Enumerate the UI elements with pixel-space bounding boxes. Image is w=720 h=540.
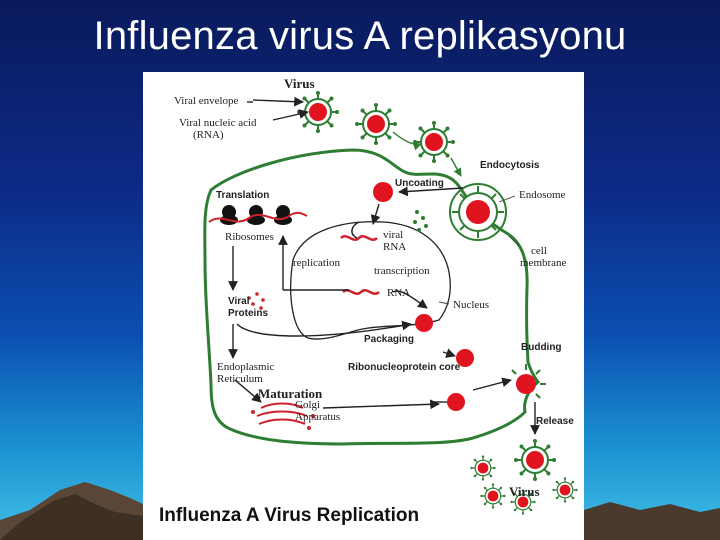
label-virus-bottom: Virus — [509, 484, 540, 499]
label-virus-top: Virus — [284, 76, 315, 91]
viral-rna-squiggle — [340, 235, 378, 241]
ribosome-group — [208, 205, 308, 225]
label-cell-membrane-2: membrane — [520, 257, 567, 269]
slide-title: Influenza virus A replikasyonu — [93, 14, 627, 58]
mrna-squiggle — [342, 289, 380, 295]
label-viral-proteins-2: Proteins — [228, 308, 268, 319]
label-viral-rna-1: viral — [383, 229, 403, 241]
label-cell-membrane-1: cell — [531, 245, 547, 257]
label-replication: replication — [293, 257, 341, 269]
released-virus — [479, 482, 507, 510]
process-arrows — [228, 96, 540, 435]
label-golgi-2: Apparatus — [295, 411, 340, 423]
label-endoplasmic-1: Endoplasmic — [217, 361, 275, 373]
label-packaging: Packaging — [364, 334, 414, 345]
released-virus — [551, 476, 579, 504]
label-rnp-core: Ribonucleoprotein core — [348, 362, 461, 373]
label-golgi-1: Golgi — [295, 399, 320, 411]
label-viral-nucleic-acid-rna: (RNA) — [193, 129, 224, 141]
label-transcription: transcription — [374, 265, 430, 277]
label-maturation: Maturation — [258, 386, 323, 401]
virus-particle — [354, 102, 398, 146]
cell-membrane — [203, 148, 541, 446]
label-rna: RNA — [387, 287, 410, 299]
label-budding: Budding — [521, 342, 562, 353]
released-virus — [513, 438, 557, 482]
rnp-core — [447, 393, 465, 411]
viral-protein-dots — [247, 292, 265, 310]
label-endocytosis: Endocytosis — [480, 160, 540, 171]
endosome-vesicle — [449, 183, 507, 241]
virus-particle — [296, 90, 340, 134]
viral-rna-coil — [351, 221, 360, 239]
golgi-vesicles — [251, 410, 315, 430]
packaged-core — [415, 314, 433, 332]
released-virus — [469, 454, 497, 482]
label-viral-nucleic-acid: Viral nucleic acid — [179, 117, 257, 129]
label-viral-proteins-1: Viral — [228, 296, 250, 307]
label-endosome: Endosome — [519, 189, 566, 201]
diagram-caption: Influenza A Virus Replication — [159, 505, 419, 526]
budding-virus — [511, 364, 546, 399]
label-viral-rna-2: RNA — [383, 241, 406, 253]
uncoated-core — [373, 182, 393, 202]
label-uncoating: Uncoating — [395, 178, 444, 189]
rnp-core — [456, 349, 474, 367]
label-ribosomes: Ribosomes — [225, 231, 274, 243]
label-nucleus: Nucleus — [453, 299, 489, 311]
label-translation: Translation — [216, 190, 269, 201]
label-release: Release — [536, 416, 574, 427]
label-endoplasmic-2: Reticulum — [217, 373, 263, 385]
released-virus — [509, 488, 537, 516]
replication-diagram: Virus Viral envelope Viral nucleic acid … — [159, 76, 579, 526]
diagram-panel: Virus Viral envelope Viral nucleic acid … — [143, 72, 584, 540]
mountain-backdrop — [0, 482, 720, 540]
capsid-fragments — [413, 210, 428, 232]
golgi-apparatus — [256, 402, 308, 425]
virus-particle — [412, 120, 456, 164]
label-viral-envelope: Viral envelope — [174, 95, 239, 107]
label-leader-lines — [438, 195, 520, 305]
